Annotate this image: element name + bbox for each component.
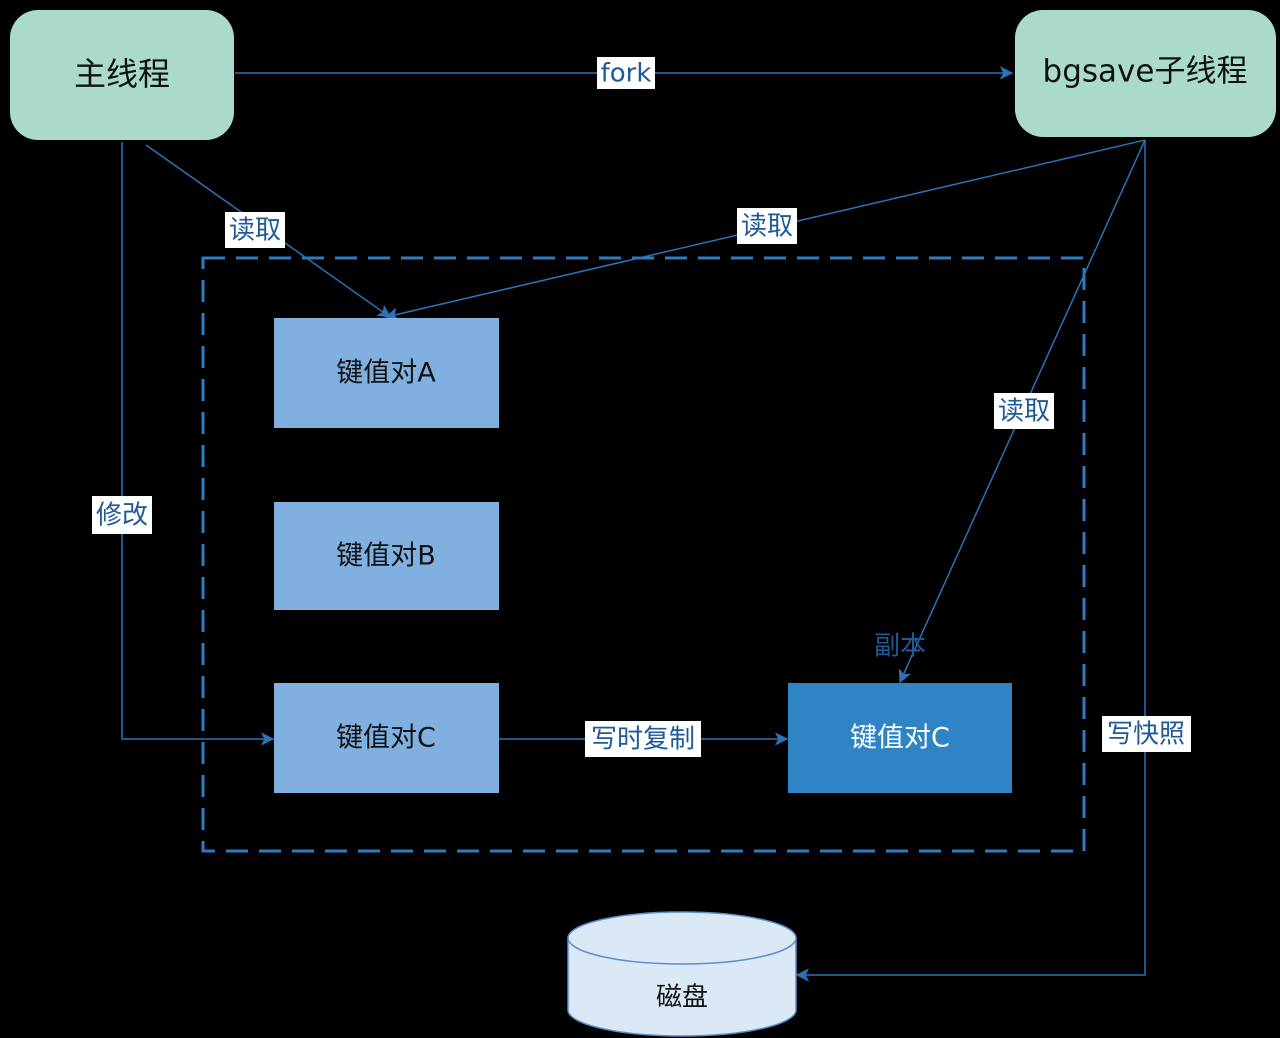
kv-b-label: 键值对B (336, 541, 436, 572)
write-snapshot-edge (795, 140, 1146, 982)
kv-a-node: 键值对A (274, 318, 499, 428)
disk-node: 磁盘 (567, 911, 797, 1037)
main-read-label: 读取 (229, 216, 281, 246)
copy-on-write-label: 写时复制 (591, 725, 695, 755)
copy-label: 副本 (874, 632, 926, 662)
kv-c-copy-node: 键值对C (788, 683, 1012, 793)
kv-c-copy-label: 键值对C (850, 723, 950, 754)
bgsave-thread-node: bgsave子线程 (1015, 10, 1276, 137)
bgsave-thread-label: bgsave子线程 (1043, 54, 1248, 90)
write-snapshot-label: 写快照 (1107, 720, 1185, 750)
main-thread-node: 主线程 (10, 10, 234, 140)
kv-a-label: 键值对A (336, 358, 436, 389)
kv-c-label: 键值对C (336, 723, 436, 754)
kv-c-node: 键值对C (274, 683, 499, 793)
disk-label: 磁盘 (656, 983, 708, 1013)
memory-region-border (201, 256, 1086, 853)
kv-b-node: 键值对B (274, 502, 499, 610)
bgsave-read-copy-label: 读取 (998, 397, 1050, 427)
bgsave-read-a-label: 读取 (741, 212, 793, 242)
fork-label: fork (601, 59, 652, 89)
main-thread-label: 主线程 (74, 55, 170, 93)
modify-label: 修改 (96, 501, 148, 531)
modify-edge (121, 142, 275, 746)
